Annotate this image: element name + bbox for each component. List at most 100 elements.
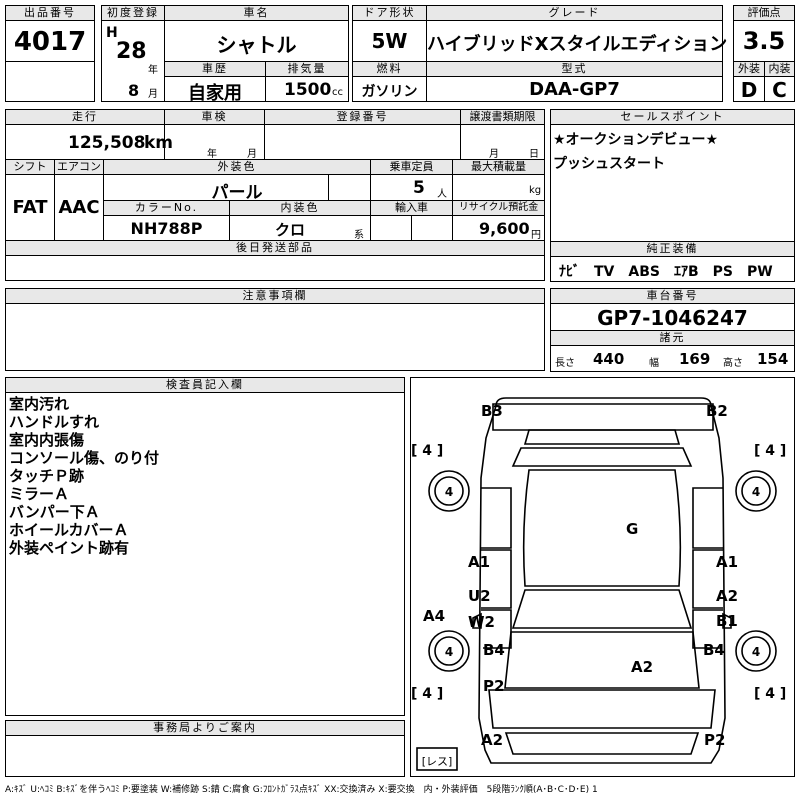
int-label: 内装 <box>764 61 795 77</box>
door-box: 5W <box>352 20 427 62</box>
intcolor-label: 内装色 <box>229 200 371 216</box>
load-label: 最大積載量 <box>452 159 545 175</box>
spare-box <box>416 747 458 771</box>
office-label: 事務局よりご案内 <box>5 720 405 736</box>
score-value: 3.5 <box>742 27 786 55</box>
reg-era: H <box>106 25 118 41</box>
mark-b3: B3 <box>481 402 503 420</box>
inspector-line: バンパー下Ａ <box>9 503 100 521</box>
mark-b1: B1 <box>716 612 738 630</box>
mark-a2-right: A2 <box>716 587 738 605</box>
tire-rear-left-inner <box>434 476 464 506</box>
mark-b4-left: B4 <box>483 641 505 659</box>
reg-box: H 28 年 8 月 <box>101 20 165 102</box>
intcolor-box: クロ 系 <box>229 215 371 241</box>
left-front-door <box>481 549 512 609</box>
equipment-label: 純正装備 <box>550 241 795 257</box>
score-label: 評価点 <box>733 5 795 21</box>
car-diagram: B3 B2 G A1 A1 U2 W2 A2 B1 A4 B4 B4 A2 P2… <box>411 397 786 771</box>
door-label: ドア形状 <box>352 5 427 21</box>
colorno-box: NH788P <box>103 215 230 241</box>
tire-rear-right-value: 4 <box>752 485 760 499</box>
history-box: 自家用 <box>164 76 266 104</box>
inspect-year: 年 <box>207 149 217 160</box>
mileage-unit: km <box>144 133 174 153</box>
grade-box: ハイブリッドXスタイルエディション <box>426 20 728 62</box>
fuel-box: ガソリン <box>352 76 427 102</box>
right-rear-door <box>692 487 723 549</box>
body-outline <box>478 397 726 764</box>
windshield <box>511 589 693 629</box>
grade-label: グレード <box>426 5 723 21</box>
reg-label: 初度登録 <box>101 5 165 21</box>
disp-label: 排気量 <box>265 61 349 77</box>
lot-number: 4017 <box>13 27 87 57</box>
front-bumper <box>488 689 716 729</box>
ext-value: D <box>740 78 758 102</box>
tire-front-left-inner <box>434 636 464 666</box>
inspector-line: ハンドルすれ <box>9 413 100 431</box>
reg-month-unit: 月 <box>148 89 158 100</box>
tire-rear-right <box>735 470 777 512</box>
recycle-unit: 円 <box>531 230 541 241</box>
transfer-box: 月 日 <box>460 124 545 160</box>
disp-box: 1500 cc <box>265 76 349 102</box>
dims-len: 440 <box>593 350 625 368</box>
dims-len-label: 長さ <box>555 358 575 369</box>
mark-a1-left: A1 <box>468 553 490 571</box>
inspect-label: 車検 <box>164 109 265 125</box>
mileage-label: 走行 <box>5 109 165 125</box>
notes-label: 注意事項欄 <box>5 288 545 304</box>
grade-value: ハイブリッドXスタイルエディション <box>427 34 728 55</box>
intcolor-unit: 系 <box>354 230 364 241</box>
tire-rear-left-score: [ 4 ] <box>411 443 443 459</box>
legend-text: A:ｷｽﾞ U:ﾍｺﾐ B:ｷｽﾞを伴うﾍｺﾐ P:要塗装 W:補修跡 S:錆 … <box>5 785 598 795</box>
shift-box: FAT <box>5 174 55 241</box>
reg-year-unit: 年 <box>148 65 158 76</box>
disp-value: 1500 <box>284 80 332 100</box>
int-value: C <box>772 78 787 102</box>
colorno-label: カラーNo. <box>103 200 230 216</box>
mark-a4: A4 <box>423 607 445 625</box>
spare-label: [レス] <box>422 755 453 768</box>
model-value: DAA-GP7 <box>529 79 620 100</box>
capacity-box: 5 人 <box>370 174 453 201</box>
equipment-items: ﾅﾋﾞ TV ABS ｴｱB PS PW <box>559 264 773 280</box>
inspect-box: 年 月 <box>164 124 265 160</box>
rear-glass <box>511 447 693 467</box>
name-box: シャトル <box>164 20 349 62</box>
tire-rear-right-score: [ 4 ] <box>754 443 786 459</box>
fuel-value: ガソリン <box>361 84 418 100</box>
load-unit: kg <box>529 185 542 196</box>
colorno-value: NH788P <box>130 219 203 238</box>
load-box: kg <box>452 174 545 201</box>
chassis-box: GP7-1046247 <box>550 303 795 331</box>
tire-front-left-score: [ 4 ] <box>411 686 443 702</box>
mark-w2: W2 <box>468 613 495 631</box>
recycle-label: リサイクル預託金 <box>452 200 545 216</box>
sales-line-2: プッシュスタート <box>553 156 665 172</box>
fuel-label: 燃料 <box>352 61 427 77</box>
import-box <box>370 215 453 241</box>
lot-blank <box>5 61 95 102</box>
reg-month: 8 <box>128 81 140 100</box>
right-mirror <box>722 612 732 629</box>
sales-label: セールスポイント <box>550 109 795 125</box>
inspector-line: タッチＰ跡 <box>9 467 85 485</box>
mileage-box: 125,508 km <box>5 124 173 160</box>
model-box: DAA-GP7 <box>426 76 723 102</box>
shift-label: シフト <box>5 159 55 175</box>
office-box <box>5 735 405 777</box>
lot-label: 出品番号 <box>5 5 95 21</box>
inspector-line: 外装ペイント跡有 <box>9 539 130 557</box>
tire-rear-right-inner <box>741 476 771 506</box>
inspect-month: 月 <box>247 149 257 160</box>
name-label: 車名 <box>164 5 349 21</box>
notes-box <box>5 303 545 371</box>
right-front-door <box>692 549 723 609</box>
later-label: 後日発送部品 <box>5 240 545 256</box>
car-diagram-panel: B3 B2 G A1 A1 U2 W2 A2 B1 A4 B4 B4 A2 P2… <box>410 377 795 777</box>
left-mirror <box>472 612 482 629</box>
mark-b2: B2 <box>706 402 728 420</box>
import-label: 輸入車 <box>370 200 453 216</box>
